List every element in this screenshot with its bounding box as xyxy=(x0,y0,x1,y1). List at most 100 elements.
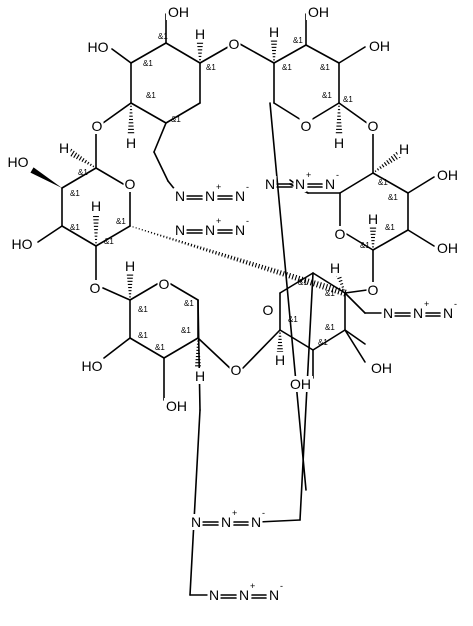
ring-a-oh-label-bg xyxy=(166,4,188,20)
ring-f-c2-stereo: &1 xyxy=(70,189,80,198)
ring-e-h4-label: H xyxy=(195,368,205,384)
ring-d-h4-label: H xyxy=(330,260,340,276)
azide-f-n2-bg xyxy=(237,587,251,603)
ring-c-c3-stereo: &1 xyxy=(388,193,398,202)
ring-c-h-hash xyxy=(369,224,377,251)
azide-a-n3: N xyxy=(235,188,245,204)
ring-b-h-hash xyxy=(270,37,278,64)
atom-label-layer: OHHOHOOHHOHOHHOOOHOHHHOOOHOHHHOOHOOHHHOO… xyxy=(7,4,458,603)
azide-e-n1-bg xyxy=(189,514,203,530)
azide-b-n3: N xyxy=(235,222,245,238)
azide-e-n2-bg xyxy=(219,514,233,530)
ring-d-c5-stereo: &1 xyxy=(298,278,308,287)
ring-f-ring-o-label: O xyxy=(125,176,136,192)
ring-b-glycosidic-bond xyxy=(239,43,275,64)
bridge-o-cd-label: O xyxy=(368,282,379,298)
azide-b-minus: - xyxy=(246,216,249,226)
ring-b-c1-stereo: &1 xyxy=(282,63,292,72)
ring-f-ring-o-label-bg xyxy=(123,176,137,192)
ring-f-h4-hash xyxy=(92,209,100,247)
ring-e-c6-bond xyxy=(197,299,201,411)
ring-a-h4-label-bg xyxy=(124,135,138,151)
ring-c-oh2-bond xyxy=(407,229,435,247)
ring-e-h4-label-bg xyxy=(193,368,207,384)
ring-e-c4-stereo: &1 xyxy=(181,326,191,335)
ring-e-ho-label-bg xyxy=(81,358,103,374)
ring-a-bond xyxy=(165,42,201,64)
ring-e-bond xyxy=(129,337,165,359)
ring-f-ho2-bond xyxy=(37,225,63,243)
ring-c-c1-stereo: &1 xyxy=(360,241,370,250)
ring-d-oh2-label: OH xyxy=(290,376,311,392)
ring-f-ho2-label: HO xyxy=(12,236,33,252)
ring-b-o4-bond xyxy=(338,102,368,124)
azide-a-n1-bg xyxy=(173,188,187,204)
ring-a-bond xyxy=(165,102,201,124)
ring-a-o4-bond xyxy=(102,102,132,124)
ring-d-oh2-label-bg xyxy=(291,376,313,392)
ring-c-bond xyxy=(372,172,409,194)
ring-c-h4-label: H xyxy=(399,141,409,157)
ring-b-bond xyxy=(273,44,307,64)
ring-d-h-label-bg xyxy=(273,352,287,368)
ring-e-ring-o-label: O xyxy=(159,276,170,292)
ring-e-c1-stereo: &1 xyxy=(138,305,148,314)
bridge-o-de-label-bg xyxy=(229,362,243,378)
ring-b-oh-label: OH xyxy=(308,4,329,20)
azide-d-n3: N xyxy=(443,305,453,321)
ring-f-ho-label-bg xyxy=(7,154,29,170)
ring-d-ring-o-label-bg xyxy=(261,302,275,318)
ring-f-c5-stereo: &1 xyxy=(116,217,126,226)
azide-e-plus: + xyxy=(232,508,237,518)
ring-c-oh2-label: OH xyxy=(437,240,458,256)
azide-f-plus: + xyxy=(250,581,255,591)
ring-a-ho-bond xyxy=(111,48,132,64)
ring-b-c2-stereo: &1 xyxy=(293,36,303,45)
ring-b-oh-label-bg xyxy=(306,4,328,20)
azide-f-n3: N xyxy=(269,587,279,603)
ring-a-ho-label-bg xyxy=(87,39,109,55)
ring-c-h4-label-bg xyxy=(397,141,411,157)
azide-f-n2: N xyxy=(239,587,249,603)
ring-a-c1b-stereo: &1 xyxy=(206,63,216,72)
ring-e-glycosidic-bond xyxy=(102,287,131,301)
azide-e-n3: N xyxy=(251,514,261,530)
azide-f-n1: N xyxy=(209,587,219,603)
azide-f-n1-bg xyxy=(207,587,221,603)
azide-e-n2: N xyxy=(221,514,231,530)
ring-b-oh2-label: OH xyxy=(369,38,390,54)
azide-c-n2-bg xyxy=(293,176,307,192)
ring-d-c1-stereo: &1 xyxy=(288,315,298,324)
ring-a-c5-stereo: &1 xyxy=(171,115,181,124)
ring-a-h-label-bg xyxy=(193,26,207,42)
azide-c-n2: N xyxy=(295,176,305,192)
bridge-o-ab-label: O xyxy=(229,36,240,52)
ring-f-bond xyxy=(95,225,131,247)
ring-e-o4-bond xyxy=(197,337,233,371)
azide-e-minus: - xyxy=(262,508,265,518)
ring-d-bond xyxy=(279,329,314,351)
bridge-o-cd-label-bg xyxy=(366,282,380,298)
azide-c-minus: - xyxy=(336,170,339,180)
bridge-o-fa-label: O xyxy=(92,118,103,134)
azide-a-n2-bg xyxy=(203,188,217,204)
ring-d-h4-label-bg xyxy=(328,260,342,276)
azide-b-n1-bg xyxy=(173,222,187,238)
azide-d-n2: N xyxy=(413,305,423,321)
azide-b-n2: N xyxy=(205,222,215,238)
ring-e-bond xyxy=(163,337,199,359)
ring-d-c2-stereo: &1 xyxy=(318,338,328,347)
azide-c-n3: N xyxy=(325,176,335,192)
azide-b-n3-bg xyxy=(233,222,247,238)
ring-a-ho-label: HO xyxy=(88,39,109,55)
ring-d-bond xyxy=(279,272,314,294)
ring-c-h-label: H xyxy=(368,211,378,227)
ring-b-ring-o-label-bg xyxy=(299,118,313,134)
ring-a-glycosidic-bond xyxy=(199,46,229,64)
ring-e-oh-label: OH xyxy=(166,398,187,414)
ring-c-oh-label-bg xyxy=(435,167,457,183)
azide-c-n1: N xyxy=(265,176,275,192)
azide-d-n1-bg xyxy=(381,305,395,321)
ring-c-ring-o-label: O xyxy=(335,226,346,242)
azide-c-n3-bg xyxy=(323,176,337,192)
